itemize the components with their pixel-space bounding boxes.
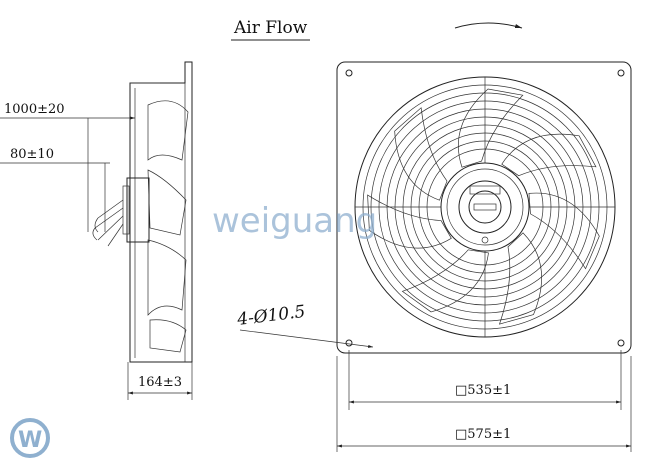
- fan-blade: [394, 107, 448, 201]
- fan-blade: [458, 88, 524, 168]
- hub-outer: [440, 162, 530, 252]
- fan-blade: [498, 232, 542, 325]
- hole-callout-label: 4-Ø10.5: [235, 302, 306, 330]
- mount-hole-br: [617, 339, 625, 347]
- mount-hole-tr: [617, 69, 625, 77]
- hole-callout-leader: [239, 329, 374, 348]
- fan-blade: [528, 192, 600, 270]
- air-flow-title: Air Flow: [233, 18, 308, 38]
- inner-square-label: □535±1: [455, 383, 511, 398]
- fan-blade: [401, 249, 489, 313]
- svg-text:W: W: [18, 428, 42, 453]
- motor-body: [126, 177, 150, 243]
- guard-ring: [426, 148, 544, 266]
- side-view: [92, 61, 193, 363]
- cable-length-label: 1000±20: [4, 102, 65, 117]
- mount-hole-tl: [345, 69, 353, 77]
- strip-length-label: 80±10: [10, 147, 54, 162]
- mounting-plate: [336, 61, 632, 354]
- watermark-text: weiguang: [212, 201, 377, 241]
- fan-blade: [367, 194, 452, 249]
- motor-hub: [458, 180, 512, 234]
- rotation-arrow: [454, 22, 523, 29]
- mount-hole-bl: [345, 339, 353, 347]
- outer-square-label: □575±1: [455, 427, 511, 442]
- front-view: [336, 61, 632, 354]
- depth-label: 164±3: [138, 375, 182, 390]
- wire-guard: [354, 76, 616, 338]
- logo-icon: W: [10, 418, 50, 458]
- fan-blade: [501, 133, 597, 177]
